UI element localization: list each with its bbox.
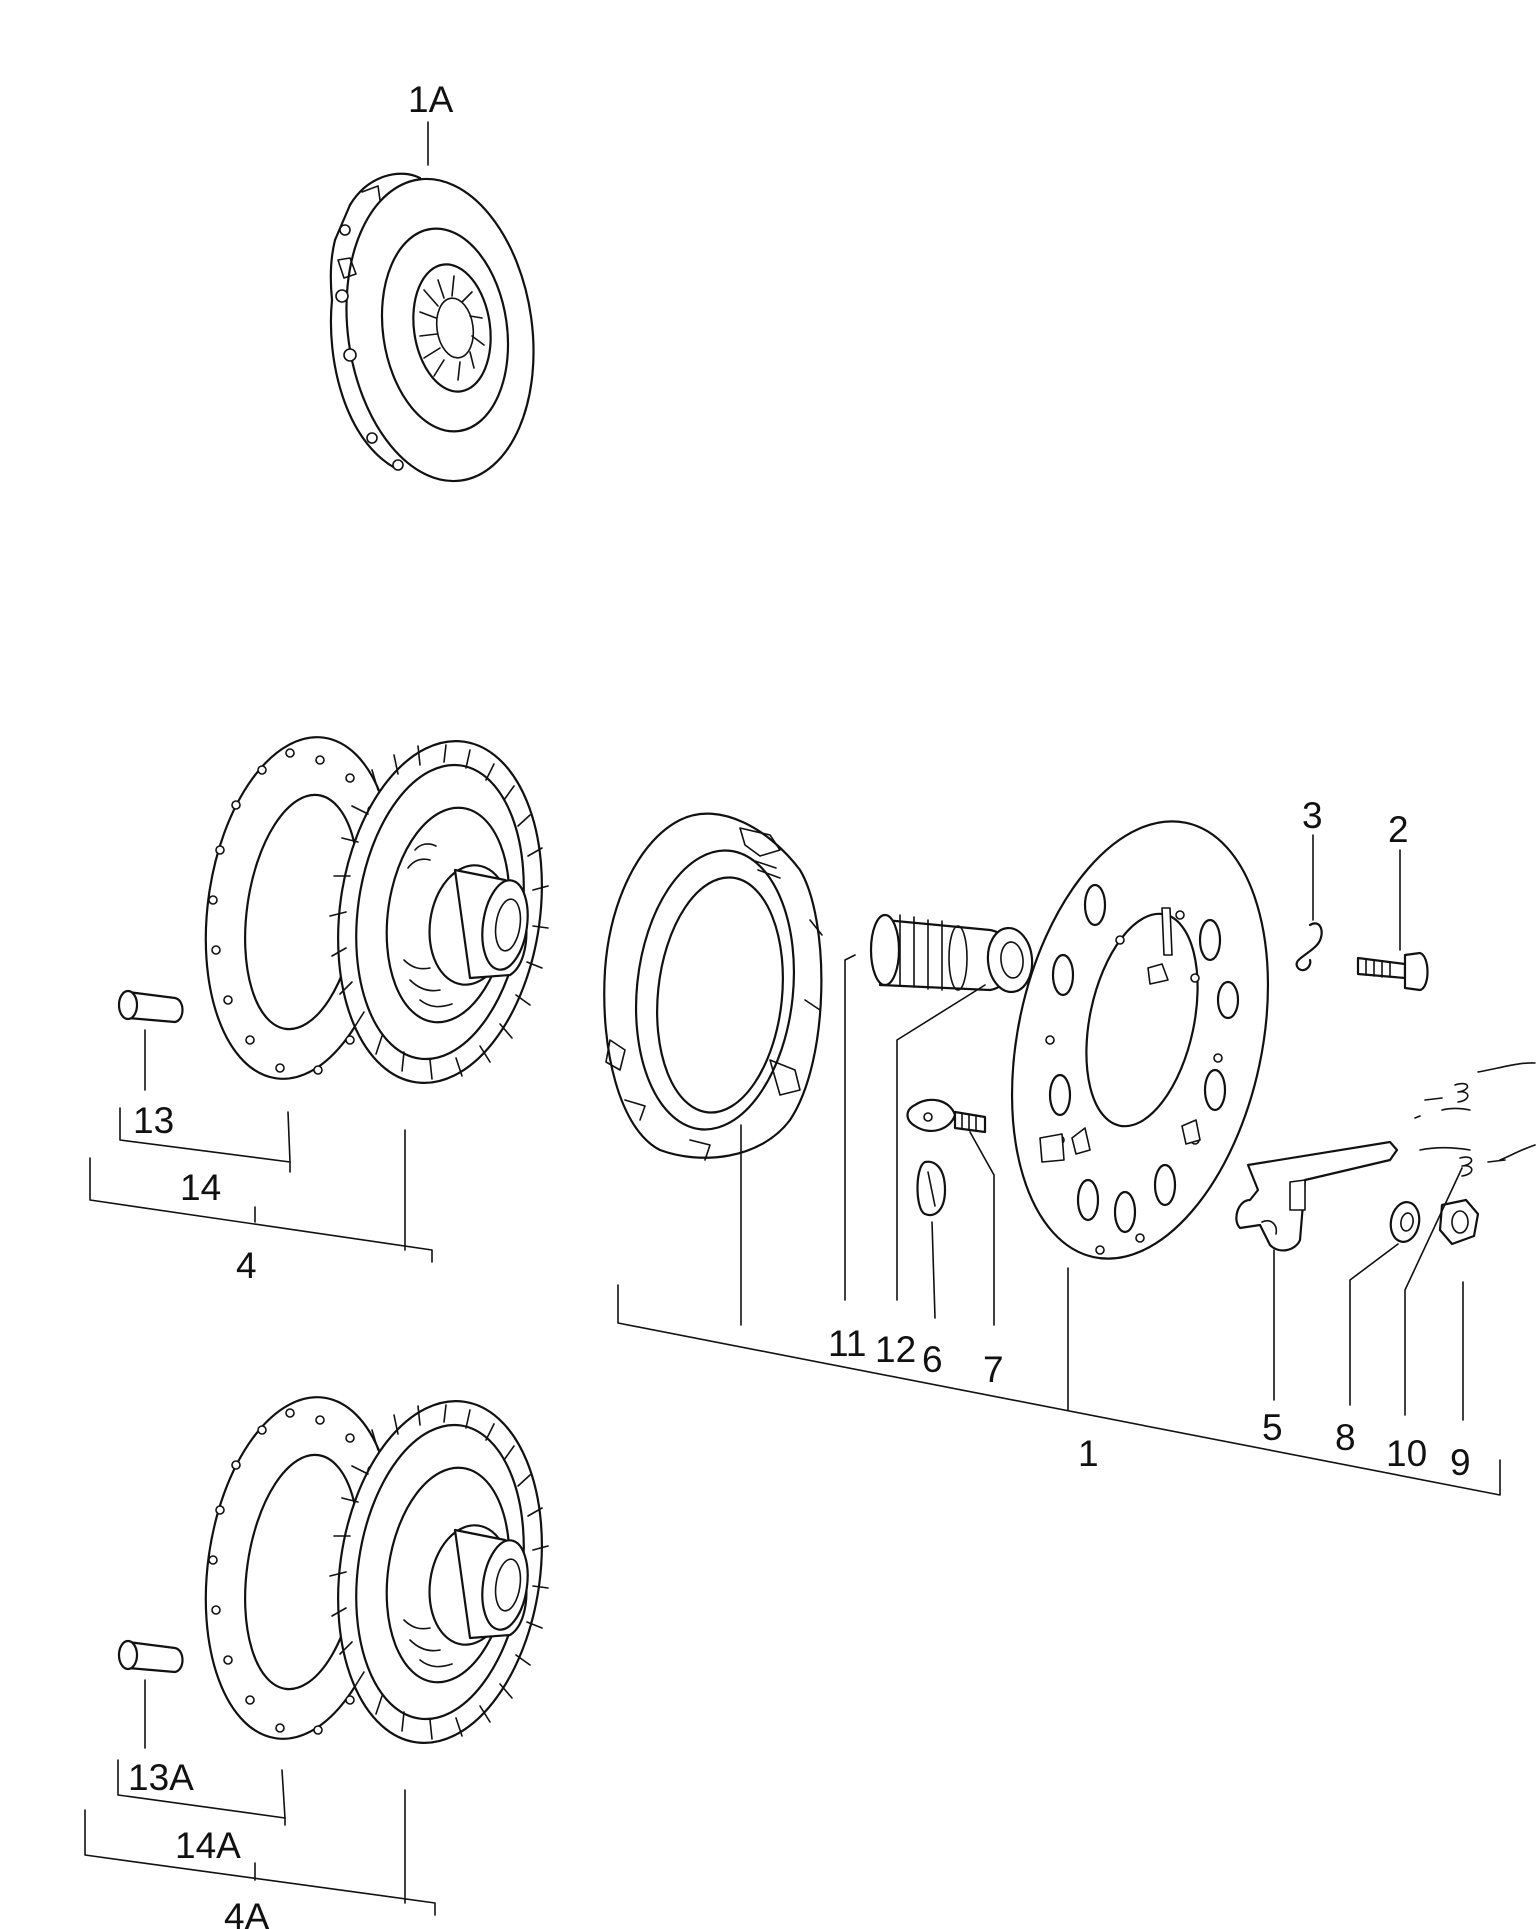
label-13: 13 bbox=[133, 1100, 174, 1141]
label-4: 4 bbox=[236, 1245, 257, 1286]
label-9: 9 bbox=[1450, 1442, 1471, 1483]
label-6: 6 bbox=[922, 1339, 943, 1380]
pressure-plate-1A bbox=[329, 172, 535, 483]
spring-6 bbox=[916, 1160, 947, 1217]
pressure-plate-cover bbox=[603, 812, 823, 1161]
label-14: 14 bbox=[180, 1167, 221, 1208]
label-14A: 14A bbox=[175, 1825, 241, 1866]
release-bearing-11-12 bbox=[869, 913, 1034, 994]
label-12: 12 bbox=[875, 1329, 916, 1370]
label-4A: 4A bbox=[224, 1896, 270, 1929]
label-3: 3 bbox=[1302, 795, 1323, 836]
label-1: 1 bbox=[1078, 1433, 1099, 1474]
clutch-disc-4A bbox=[117, 1396, 549, 1744]
label-2: 2 bbox=[1388, 809, 1409, 850]
circlip-3 bbox=[1295, 922, 1323, 972]
label-5: 5 bbox=[1262, 1407, 1283, 1448]
bolt-2 bbox=[1356, 951, 1429, 992]
washer-8 bbox=[1389, 1201, 1421, 1243]
clutch-disc-4 bbox=[117, 736, 549, 1084]
label-8: 8 bbox=[1335, 1417, 1356, 1458]
spring-10 bbox=[1414, 1062, 1536, 1177]
label-10: 10 bbox=[1386, 1433, 1427, 1474]
release-lever-5 bbox=[1235, 1140, 1399, 1252]
callout-labels: 1A 3 2 13 14 4 11 12 6 7 1 5 8 10 9 13A … bbox=[128, 79, 1471, 1929]
label-1A: 1A bbox=[408, 79, 454, 120]
label-13A: 13A bbox=[128, 1757, 194, 1798]
clutch-carrier-plate-1 bbox=[1010, 820, 1270, 1260]
nut-9 bbox=[1438, 1198, 1480, 1246]
label-11: 11 bbox=[828, 1323, 866, 1364]
label-7: 7 bbox=[983, 1349, 1004, 1390]
leader-lines bbox=[84, 121, 1501, 1916]
bolt-7 bbox=[906, 1098, 987, 1134]
